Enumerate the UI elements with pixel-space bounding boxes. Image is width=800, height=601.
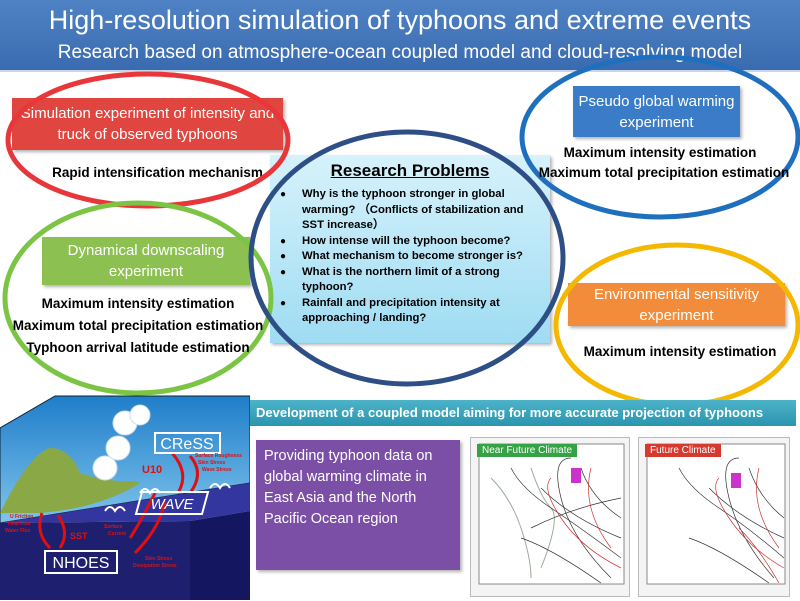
pseudo-item: Maximum total precipitation estimation [538, 165, 790, 180]
page-title: High-resolution simulation of typhoons a… [48, 5, 752, 35]
pseudo-global-warming-box: Pseudo global warming experiment [573, 86, 740, 137]
flux-label: Skin Stress [145, 556, 172, 562]
dynamical-downscaling-box: Dynamical downscaling experiment [42, 237, 250, 285]
problem-item: What mechanism to become stronger is? [280, 249, 544, 265]
page-subtitle: Research based on atmosphere-ocean coupl… [57, 42, 743, 63]
cloud-icon [92, 404, 151, 481]
coupled-model-diagram: CReSS WAVE NHOES U10 SST Surface Roughne… [0, 395, 250, 600]
flux-label: Wave Stress [202, 467, 232, 473]
flux-label: Surface [104, 524, 123, 530]
pseudo-item: Maximum intensity estimation [563, 145, 757, 160]
observed-item: Rapid intensification mechanism [52, 165, 263, 180]
problem-item: How intense will the typhoon become? [280, 234, 544, 250]
sensitivity-item: Maximum intensity estimation [583, 344, 777, 359]
research-problems-title: Research Problems [330, 161, 490, 180]
header-banner: High-resolution simulation of typhoons a… [0, 0, 800, 72]
u10-label: U10 [142, 464, 162, 476]
problem-item: Rainfall and precipitation intensity at … [280, 296, 544, 327]
near-future-label: Near Future Climate [477, 444, 578, 457]
wave-label: WAVE [150, 496, 194, 513]
near-future-map: Near Future Climate [470, 437, 630, 597]
flux-label: Dissipation Stress [133, 563, 177, 569]
nhoes-label: NHOES [53, 555, 110, 572]
flux-label: U Friction [10, 514, 33, 520]
downscaling-item: Maximum intensity estimation [41, 296, 235, 311]
providing-data-box: Providing typhoon data on global warming… [256, 440, 460, 570]
research-problems-box: Research Problems Why is the typhoon str… [270, 155, 550, 343]
problem-item: What is the northern limit of a strong t… [280, 265, 544, 296]
observed-typhoon-experiment-box: Simulation experiment of intensity and t… [12, 98, 283, 150]
environmental-sensitivity-box: Environmental sensitivity experiment [568, 283, 785, 326]
pseudo-ellipse [519, 54, 800, 220]
downscaling-item: Typhoon arrival latitude estimation [26, 340, 250, 355]
cress-label: CReSS [160, 436, 213, 453]
flux-label: Heat Flux [8, 521, 31, 527]
problem-item: Why is the typhoon stronger in global wa… [280, 187, 544, 234]
sst-label: SST [70, 531, 88, 541]
coupled-model-banner: Development of a coupled model aiming fo… [248, 400, 796, 426]
downscaling-item: Maximum total precipitation estimation [12, 318, 264, 333]
typhoon-track-map [646, 443, 786, 585]
flux-label: Surface Roughness [195, 453, 242, 459]
flux-label: Water Flux [5, 528, 31, 534]
flux-label: Skin Stress [198, 460, 225, 466]
typhoon-track-map [478, 443, 625, 585]
future-label: Future Climate [645, 444, 721, 457]
flux-label: Current [108, 531, 126, 537]
future-map: Future Climate [638, 437, 790, 597]
